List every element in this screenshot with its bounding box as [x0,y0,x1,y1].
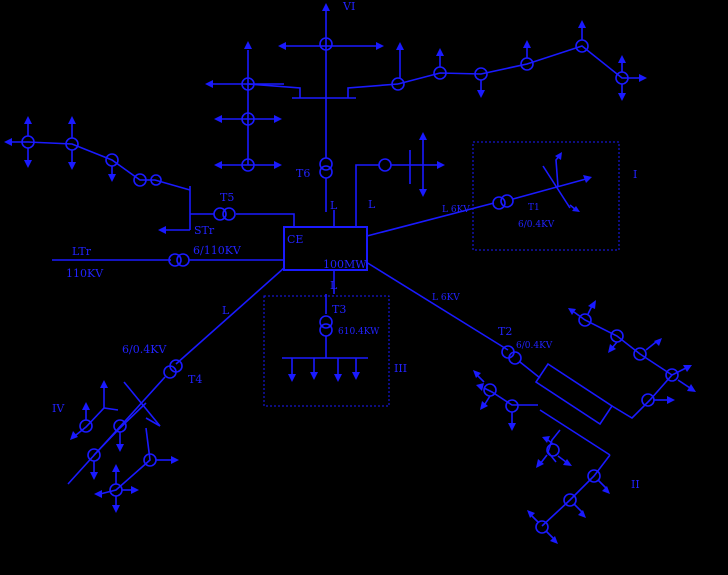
central-station-power: 100MW [323,258,367,271]
central-station-label: CE [287,233,303,246]
ltr-label: LTr [72,245,92,258]
vi-label: VI [342,0,355,13]
t1-rating: 6/0.4KV [518,220,555,230]
t1-label: T1 [528,203,540,213]
t6-branch: VI T6 L [205,0,647,227]
iii-label: III [394,362,407,375]
region-ii: L 6KV T2 6/0.4KV II [365,261,696,544]
l-top-label: L [330,199,338,212]
i-label: I [633,168,637,181]
ii-label: II [631,478,640,491]
t2-label: T2 [498,325,512,338]
t2-rating: 6/0.4KV [516,341,553,351]
region-iv: L 6/0.4KV T4 IV [52,267,285,513]
l-6kv-lower: L 6KV [432,293,460,303]
l-right-label: L [368,198,376,211]
region-i: I T1 6/0.4KV L 6KV [366,141,637,251]
l-left-label: L [222,304,230,317]
kv110-label: 110KV [66,267,104,280]
kv6-110-label: 6/110KV [193,244,242,257]
t4-rating: 6/0.4KV [122,343,167,356]
t5-branch: T5 STr [4,116,295,237]
region-iii: L T3 610.4KW III [263,270,407,407]
line-110kv: LTr 110KV 6/110KV [52,244,284,280]
t4-label: T4 [188,373,202,386]
t3-label: T3 [332,303,346,316]
l-bottom-label: L [330,279,338,292]
t3-rating: 610.4KW [338,327,380,337]
central-station[interactable]: CE 100MW [283,226,368,271]
t6-label: T6 [296,167,310,180]
iv-label: IV [52,402,65,415]
l-6kv-upper: L 6KV [442,205,470,215]
t5-label: T5 [220,191,234,204]
str-label: STr [194,224,215,237]
right-stub: L [355,132,445,227]
